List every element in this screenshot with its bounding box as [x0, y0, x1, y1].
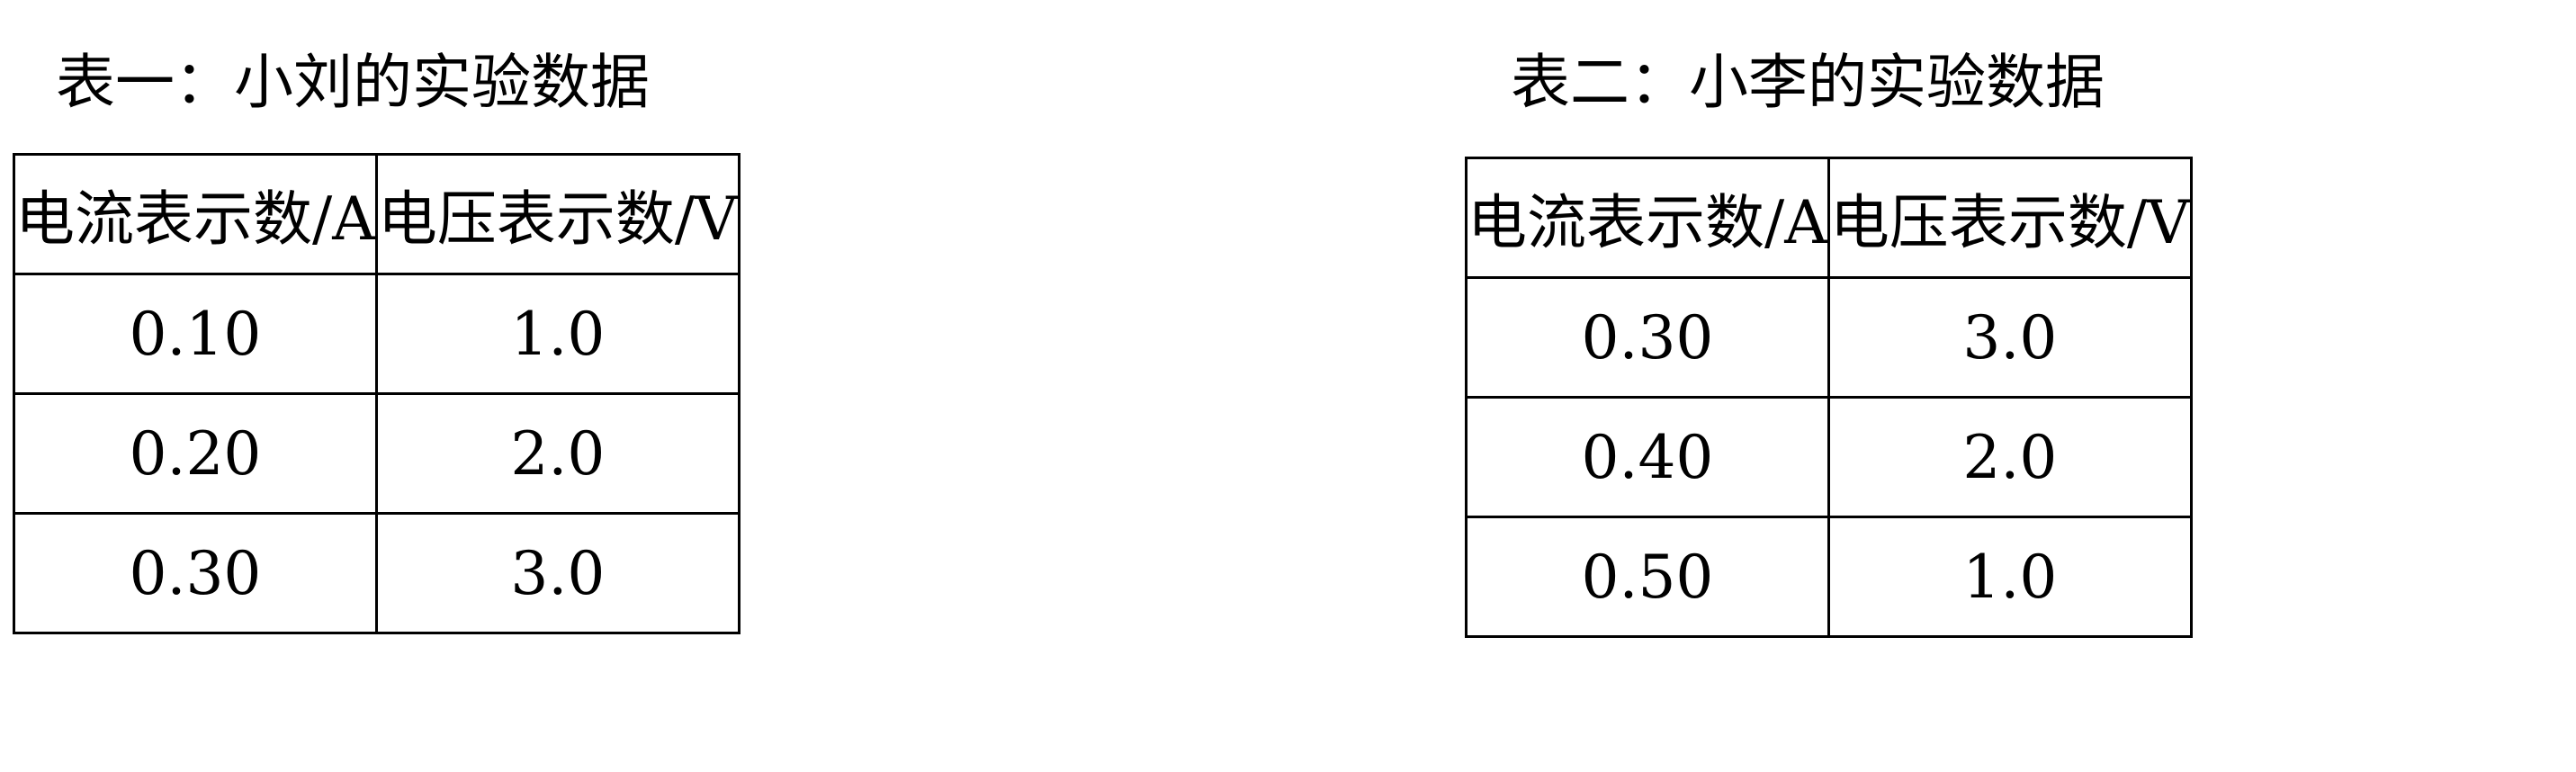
table-row: 0.40 2.0	[1465, 396, 2193, 518]
data-table-xiaoliu: 电流表示数/A 电压表示数/V 0.10 1.0 0.20 2.0 0.30 3…	[13, 153, 740, 634]
table-caption: 表一：小刘的实验数据	[56, 48, 650, 117]
table-row: 0.50 1.0	[1465, 516, 2193, 638]
cell-voltage: 2.0	[374, 392, 740, 515]
header-voltage: 电压表示数/V	[374, 153, 740, 275]
header-voltage: 电压表示数/V	[1827, 157, 2193, 279]
cell-voltage: 3.0	[1827, 276, 2193, 399]
header-current: 电流表示数/A	[13, 153, 378, 275]
cell-current: 0.30	[1465, 276, 1830, 399]
cell-voltage: 3.0	[374, 512, 740, 634]
data-table-xiaoli: 电流表示数/A 电压表示数/V 0.30 3.0 0.40 2.0 0.50 1…	[1465, 157, 2193, 638]
table-header-row: 电流表示数/A 电压表示数/V	[1465, 157, 2193, 279]
table-header-row: 电流表示数/A 电压表示数/V	[13, 153, 740, 275]
table-row: 0.20 2.0	[13, 392, 740, 515]
cell-voltage: 1.0	[1827, 516, 2193, 638]
header-current: 电流表示数/A	[1465, 157, 1830, 279]
cell-voltage: 1.0	[374, 273, 740, 395]
table-row: 0.30 3.0	[13, 512, 740, 634]
cell-current: 0.10	[13, 273, 378, 395]
cell-current: 0.30	[13, 512, 378, 634]
table-row: 0.30 3.0	[1465, 276, 2193, 399]
cell-current: 0.20	[13, 392, 378, 515]
cell-voltage: 2.0	[1827, 396, 2193, 518]
cell-current: 0.40	[1465, 396, 1830, 518]
table-row: 0.10 1.0	[13, 273, 740, 395]
table-caption: 表二：小李的实验数据	[1511, 48, 2105, 117]
cell-current: 0.50	[1465, 516, 1830, 638]
